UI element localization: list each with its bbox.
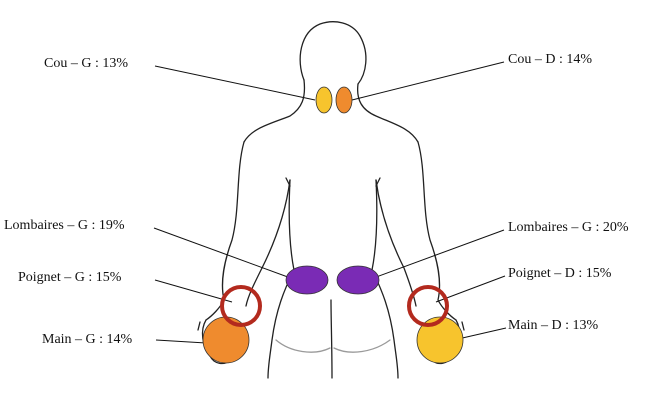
leader-lines — [153, 61, 507, 344]
label-lumbar-left: Lombaires – G : 19% — [4, 218, 125, 233]
label-wrist-left: Poignet – G : 15% — [18, 270, 122, 285]
leader-lumbar-left — [153, 227, 297, 281]
lumbar-right-marker — [336, 265, 380, 295]
leader-wrist-left — [154, 279, 233, 303]
label-hand-left: Main – G : 14% — [42, 332, 133, 347]
label-lumbar-right: Lombaires – G : 20% — [508, 220, 629, 235]
leader-neck-left — [154, 65, 316, 101]
label-neck-left: Cou – G : 13% — [44, 56, 128, 71]
label-wrist-right: Poignet – D : 15% — [508, 266, 612, 281]
neck-right-marker — [335, 86, 353, 114]
neck-left-marker — [315, 86, 333, 114]
wrist-right-marker — [407, 285, 449, 327]
leader-hand-right — [457, 327, 507, 340]
lumbar-left-marker — [285, 265, 329, 295]
leader-neck-right — [351, 61, 505, 101]
leader-hand-left — [155, 339, 207, 344]
label-neck-right: Cou – D : 14% — [508, 52, 592, 67]
hand-right-marker — [416, 316, 464, 364]
wrist-left-marker — [220, 285, 262, 327]
leader-lumbar-right — [367, 229, 505, 281]
leader-wrist-right — [435, 275, 506, 303]
label-hand-right: Main – D : 13% — [508, 318, 599, 333]
